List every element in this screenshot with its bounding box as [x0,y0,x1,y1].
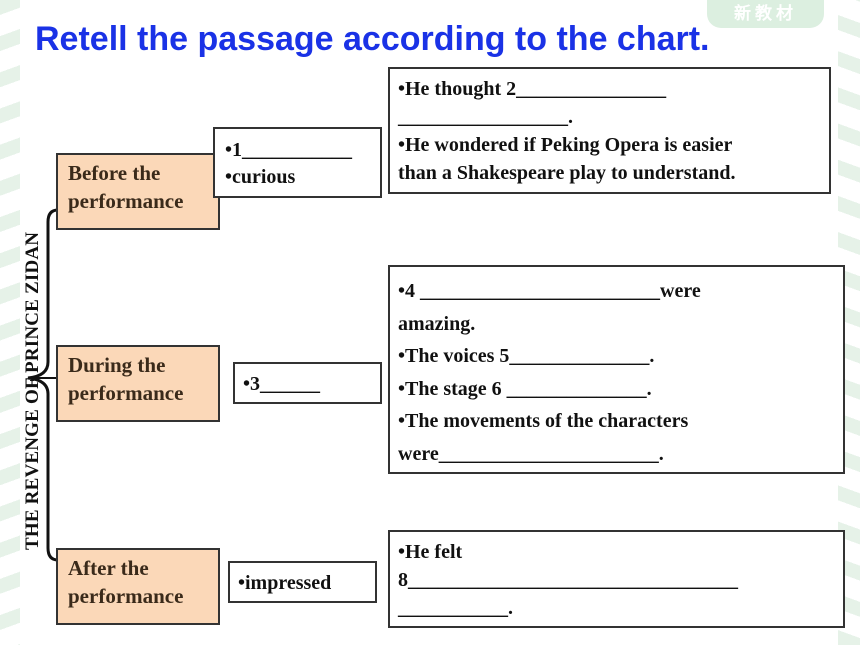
new-textbook-badge: 新教材 [707,0,824,28]
detail-box-during: •4 ________________________were amazing.… [388,265,845,474]
stage-label-line2: performance [68,189,184,213]
detail-line: •The stage 6 ______________. [398,377,652,400]
detail-line: •He thought 2_______________ [398,78,667,100]
feeling-box-after: •impressed [228,561,377,603]
stage-after-performance: After the performance [56,548,220,625]
detail-line: 8_________________________________ [398,569,738,591]
feeling-impressed: •impressed [238,572,332,594]
feeling-blank-1: •1___________ [225,139,353,161]
detail-line: •The voices 5______________. [398,345,655,367]
stage-label-line1: After the [68,556,149,580]
detail-line: •He felt [398,541,463,563]
detail-box-before: •He thought 2_______________ ___________… [388,67,831,194]
right-decorative-stripes [838,0,860,645]
stage-label-line2: performance [68,584,184,608]
detail-line: than a Shakespeare play to understand. [398,162,736,184]
stage-label-line1: Before the [68,161,161,185]
feeling-blank-3: •3______ [243,373,321,395]
feeling-box-during: •3______ [233,362,382,404]
detail-line: amazing. [398,312,476,335]
brace-path [27,208,59,562]
detail-line: •The movements of the characters [398,410,689,432]
left-decorative-stripes [0,0,20,645]
detail-line: •He wondered if Peking Opera is easier [398,134,733,156]
detail-line: ___________. [398,597,513,619]
stage-label-line1: During the [68,353,166,377]
stage-before-performance: Before the performance [56,153,220,230]
detail-box-after: •He felt 8______________________________… [388,530,845,628]
stage-label-line2: performance [68,381,184,405]
stage-during-performance: During the performance [56,345,220,422]
detail-line: were______________________. [398,442,664,465]
feeling-box-before: •1___________ •curious [213,127,382,198]
slide-title: Retell the passage according to the char… [35,20,710,58]
detail-line: _________________. [398,106,573,128]
feeling-curious: •curious [225,166,296,188]
detail-line: •4 ________________________were [398,280,701,302]
